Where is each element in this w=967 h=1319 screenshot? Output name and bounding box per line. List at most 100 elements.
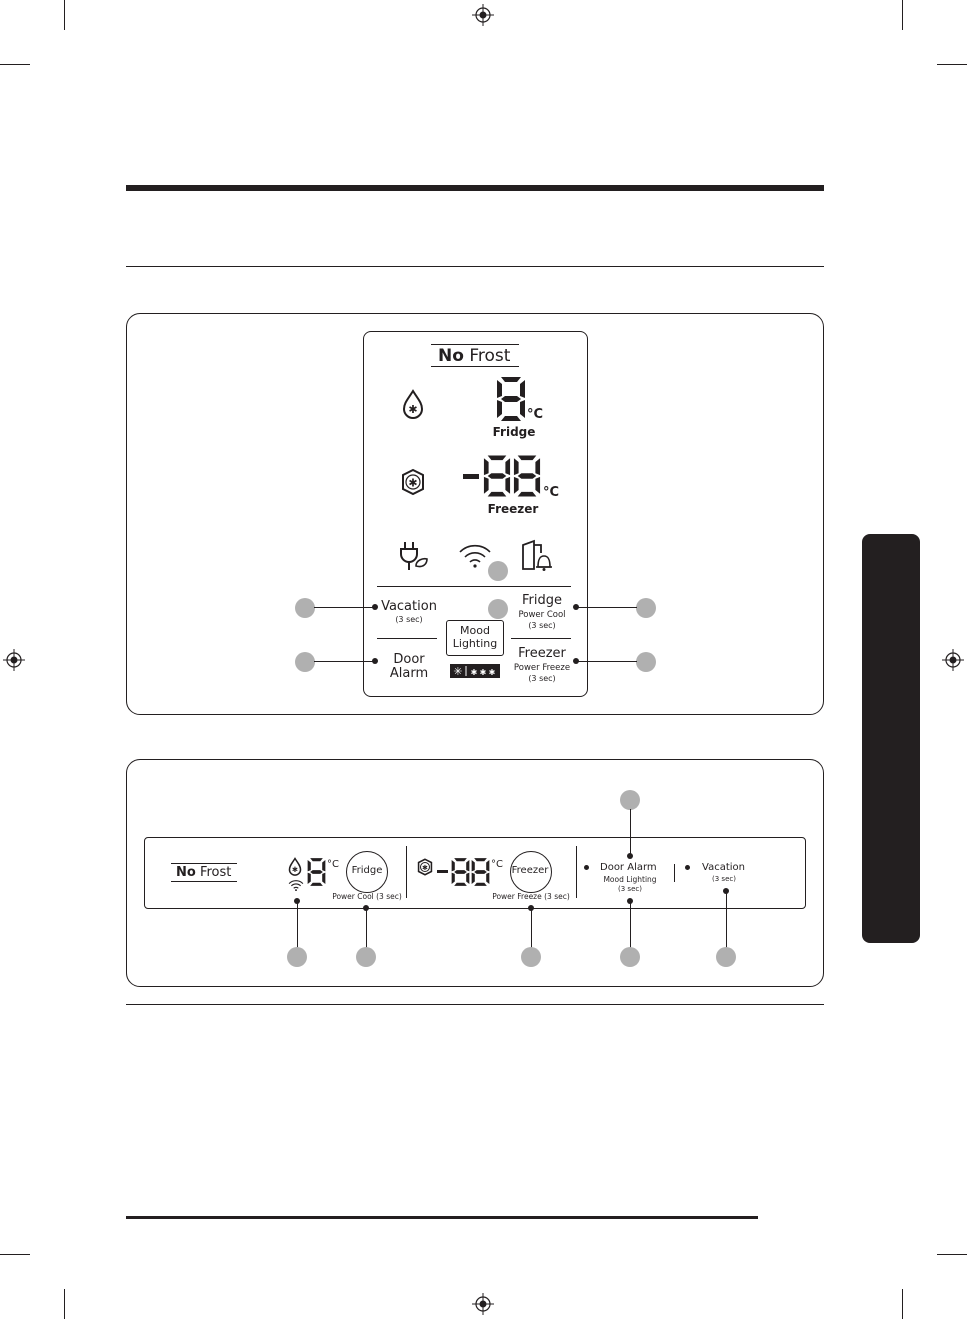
svg-text:✱: ✱ — [480, 668, 487, 677]
section-heading-rule — [126, 185, 824, 191]
freezer-temperature-digit — [483, 455, 511, 497]
crop-mark — [0, 64, 30, 65]
section-divider — [126, 1004, 824, 1005]
svg-text:✱: ✱ — [408, 477, 417, 490]
crop-mark — [902, 0, 903, 30]
callout-marker — [295, 652, 315, 672]
svg-text:✱: ✱ — [471, 668, 478, 677]
freezer-temp-unit: °C — [491, 859, 503, 870]
svg-text:✱: ✱ — [422, 863, 428, 872]
callout-marker — [488, 599, 508, 619]
door-alarm-button[interactable]: Door Alarm — [600, 862, 657, 873]
crop-mark — [64, 0, 65, 30]
crop-mark — [937, 1254, 967, 1255]
power-cool-hold-hint: (3 sec) — [528, 621, 556, 630]
brand-frost: Frost — [469, 346, 511, 366]
section-divider — [126, 266, 824, 267]
power-freeze-hint: Power Freeze — [513, 663, 571, 673]
freezer-level-icon: ✳ ✱ ✱ ✱ — [450, 664, 500, 678]
strip-control-panel — [144, 837, 806, 909]
callout-leader — [577, 607, 637, 608]
lcd-divider — [377, 638, 437, 639]
callout-leader — [314, 661, 374, 662]
lcd-divider — [377, 586, 571, 587]
indicator-dot — [584, 865, 589, 870]
callout-leader — [366, 908, 367, 949]
mood-lighting-label: Mood Lighting — [603, 875, 657, 884]
mood-lighting-label: Lighting — [452, 637, 498, 650]
registration-mark-icon — [472, 1293, 494, 1315]
freezer-temperature-digit — [513, 455, 541, 497]
callout-marker — [488, 561, 508, 581]
brand-underline — [171, 881, 237, 882]
indicator-dot — [685, 865, 690, 870]
mood-lighting-button[interactable] — [446, 620, 504, 656]
wifi-icon — [288, 880, 304, 891]
crop-mark — [937, 64, 967, 65]
lcd-control-panel — [363, 331, 588, 697]
power-freeze-hint: Power Freeze (3 sec) — [492, 892, 570, 901]
svg-text:✳: ✳ — [453, 665, 462, 678]
vacation-button[interactable]: Vacation — [702, 862, 745, 873]
callout-marker — [356, 947, 376, 967]
ice-drop-icon: ✱ — [402, 389, 424, 419]
panel-separator — [576, 846, 577, 898]
svg-text:✱: ✱ — [489, 668, 496, 677]
freezer-button[interactable] — [510, 851, 552, 893]
fridge-button[interactable]: Fridge — [522, 593, 562, 608]
freezer-minus-segment — [437, 870, 448, 873]
registration-mark-icon — [472, 4, 494, 26]
lcd-divider — [511, 638, 571, 639]
brand-underline — [171, 863, 237, 864]
vacation-hold-hint: (3 sec) — [395, 615, 423, 624]
ice-drop-icon: ✱ — [288, 857, 302, 876]
freezer-snowflake-icon: ✱ — [402, 468, 424, 496]
fridge-button-label: Fridge — [351, 865, 383, 876]
chapter-side-tab — [862, 534, 920, 943]
fridge-button[interactable] — [346, 851, 388, 893]
door-alarm-button[interactable]: Door — [393, 652, 425, 667]
freezer-button-label: Freezer — [511, 865, 549, 876]
callout-marker — [620, 790, 640, 810]
callout-leader — [726, 891, 727, 949]
door-alarm-icon — [522, 539, 552, 571]
callout-marker — [620, 947, 640, 967]
fridge-temperature-digit — [497, 377, 525, 421]
brand-logo: No Frost — [176, 866, 231, 879]
callout-leader — [630, 809, 631, 854]
svg-text:✱: ✱ — [408, 403, 417, 416]
freezer-temperature-digit — [451, 858, 470, 886]
vacation-hold-hint: (3 sec) — [712, 875, 736, 883]
freezer-button[interactable]: Freezer — [518, 646, 566, 661]
freezer-minus-segment — [463, 474, 479, 479]
callout-dot — [627, 853, 633, 859]
mood-lighting-label: Mood — [460, 624, 490, 637]
callout-marker — [521, 947, 541, 967]
fridge-temp-unit: °C — [527, 407, 544, 422]
freezer-temperature-digit — [471, 858, 490, 886]
callout-leader — [531, 908, 532, 949]
callout-marker — [636, 652, 656, 672]
callout-leader — [314, 607, 374, 608]
callout-dot — [573, 604, 579, 610]
wifi-icon — [459, 544, 491, 568]
power-cool-hint: Power Cool (3 sec) — [332, 892, 402, 901]
brand-no: No — [438, 346, 464, 366]
callout-dot — [372, 604, 378, 610]
callout-marker — [287, 947, 307, 967]
footer-rule — [126, 1216, 758, 1219]
fridge-display-label: Fridge — [492, 425, 536, 439]
callout-leader — [577, 661, 637, 662]
eco-plug-icon — [400, 542, 428, 570]
freezer-temp-unit: °C — [543, 485, 560, 500]
fridge-temp-unit: °C — [327, 859, 339, 870]
registration-mark-icon — [3, 649, 25, 671]
brand-underline — [431, 366, 519, 367]
callout-dot — [573, 658, 579, 664]
callout-marker — [636, 598, 656, 618]
crop-mark — [902, 1289, 903, 1319]
registration-mark-icon — [942, 649, 964, 671]
door-alarm-hold-hint: (3 sec) — [618, 885, 642, 893]
vacation-button[interactable]: Vacation — [381, 599, 437, 614]
brand-underline — [431, 344, 519, 345]
